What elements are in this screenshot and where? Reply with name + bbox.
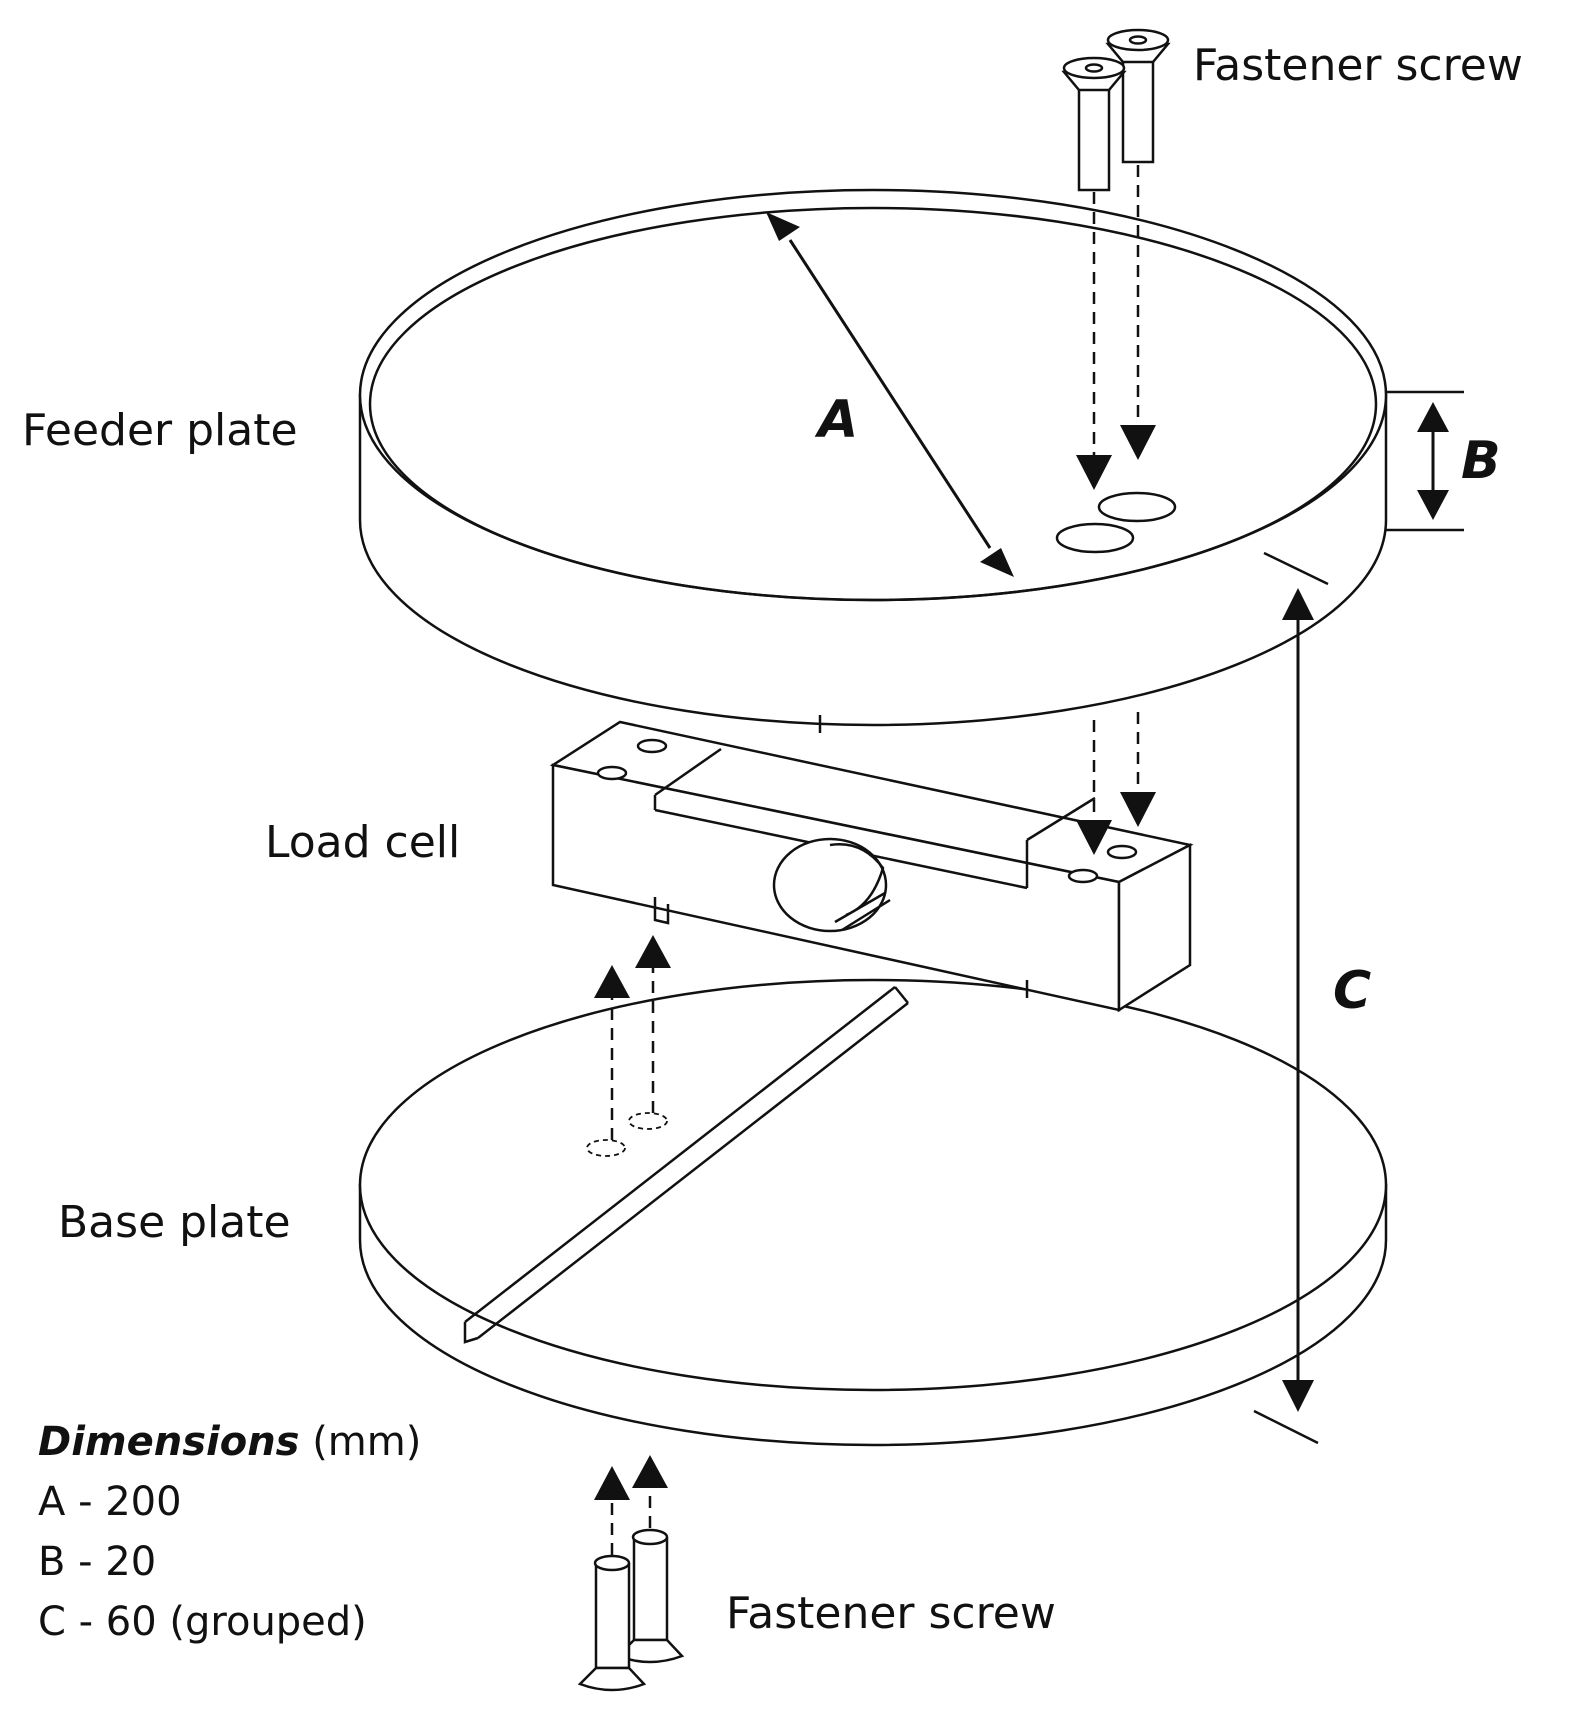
bottom-fastener-screw bbox=[577, 1554, 647, 1692]
legend-item: A - 200 bbox=[38, 1479, 182, 1525]
feeder-plate-hole bbox=[1097, 491, 1177, 523]
bottom-fastener-screws bbox=[577, 1528, 685, 1692]
assembly-arrows bbox=[594, 165, 1156, 1555]
load-cell bbox=[549, 720, 1194, 1013]
base-plate-hole bbox=[586, 1139, 626, 1157]
base-plate-slot bbox=[463, 986, 909, 1344]
dimension-letter-b: B bbox=[1461, 431, 1501, 491]
base-plate-hole bbox=[628, 1112, 668, 1130]
arrow-head-up bbox=[635, 935, 671, 968]
arrow-head-up bbox=[632, 1455, 668, 1488]
arrow-head bbox=[980, 548, 1014, 577]
dimension-letter-a: A bbox=[814, 390, 858, 450]
legend-unit: (mm) bbox=[299, 1419, 421, 1465]
top-fastener-screws bbox=[1061, 28, 1171, 192]
feeder-plate bbox=[358, 188, 1388, 733]
load-cell-screw-hole bbox=[1067, 868, 1099, 884]
legend-item: C - 60 (grouped) bbox=[38, 1599, 367, 1645]
arrow-head-up bbox=[594, 965, 630, 998]
dimension-b bbox=[1386, 390, 1464, 532]
load-cell-notch bbox=[653, 897, 670, 925]
dimensions-legend: Dimensions (mm) A - 200 B - 20 C - 60 (g… bbox=[38, 1419, 421, 1645]
arrow-head bbox=[1417, 402, 1449, 432]
top-fastener-screw bbox=[1105, 28, 1171, 164]
arrow-head bbox=[766, 212, 800, 241]
top-fastener-screw bbox=[1061, 56, 1127, 192]
arrow-head bbox=[1417, 490, 1449, 520]
feeder-plate-rim-inner bbox=[368, 206, 1378, 602]
feeder-plate-hole bbox=[1055, 522, 1135, 554]
label-fastener-screw-top: Fastener screw bbox=[1193, 40, 1523, 91]
legend-title: Dimensions bbox=[38, 1419, 299, 1465]
feeder-plate-rim-outer bbox=[358, 188, 1388, 602]
arrow-head bbox=[1282, 588, 1314, 620]
base-plate bbox=[358, 978, 1388, 1447]
load-cell-end-face bbox=[1117, 842, 1192, 1013]
label-feeder-plate: Feeder plate bbox=[22, 405, 298, 456]
arrow-head bbox=[1282, 1380, 1314, 1412]
label-load-cell: Load cell bbox=[265, 817, 460, 868]
arrow-head-up bbox=[594, 1466, 630, 1500]
dimension-a bbox=[766, 212, 1014, 577]
arrow-head-down bbox=[1076, 455, 1112, 490]
arrow-head-down bbox=[1120, 425, 1156, 460]
label-base-plate: Base plate bbox=[58, 1197, 291, 1248]
dimension-letter-c: C bbox=[1333, 961, 1371, 1021]
base-plate-top bbox=[358, 978, 1388, 1392]
load-cell-screw-hole bbox=[596, 765, 628, 781]
legend-item: B - 20 bbox=[38, 1539, 156, 1585]
load-cell-screw-hole bbox=[636, 738, 668, 754]
legend-heading: Dimensions (mm) bbox=[38, 1419, 421, 1465]
load-cell-hole-detail bbox=[829, 843, 891, 932]
dimension-c bbox=[1253, 551, 1329, 1445]
label-fastener-screw-bottom: Fastener screw bbox=[726, 1588, 1056, 1639]
arrow-head-down bbox=[1076, 820, 1112, 855]
arrow-head-down bbox=[1120, 792, 1156, 827]
load-cell-screw-hole bbox=[1106, 844, 1138, 860]
